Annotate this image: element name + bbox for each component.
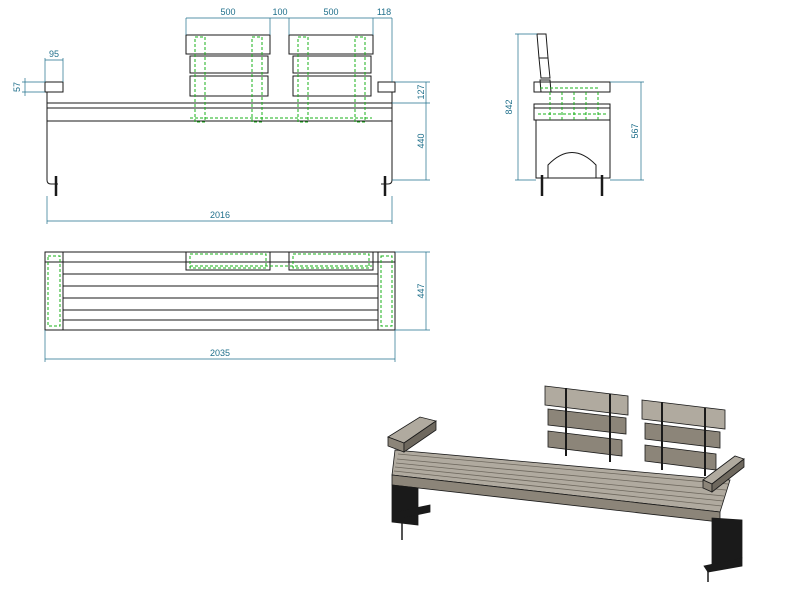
backrest-slat: [538, 57, 551, 79]
front-view: [44, 34, 396, 196]
backrest-top: [288, 251, 374, 271]
iso-left-leg: [391, 484, 419, 526]
iso-seat-slats: [393, 453, 729, 507]
leg-frame: [535, 120, 611, 179]
top-dimensions: [44, 251, 430, 362]
iso-right-foot: [703, 557, 743, 573]
side-view-hidden-lines: [538, 87, 608, 122]
backrest-slat: [288, 34, 374, 55]
dim-backrest-width-a: 500: [220, 7, 235, 17]
dim-seat-height: 440: [416, 133, 426, 148]
seat: [533, 103, 611, 121]
dim-backrest-width-b: 500: [323, 7, 338, 17]
armrest: [44, 81, 64, 93]
armrest: [377, 81, 396, 93]
backrest-slat: [189, 75, 269, 97]
top-dimension-labels: 447 2035: [210, 283, 426, 358]
left-leg: [46, 92, 58, 185]
iso-backrest-left: [544, 385, 629, 462]
leg-cutout: [547, 152, 597, 178]
top-view-hidden-lines: [47, 253, 393, 327]
isometric-view: [387, 385, 745, 582]
right-armrest-top: [377, 251, 396, 331]
side-view: [533, 33, 611, 196]
dim-side-seat-height: 567: [630, 123, 640, 138]
dim-depth: 447: [416, 283, 426, 298]
dim-overall-length: 2016: [210, 210, 230, 220]
dim-overall-height: 842: [504, 99, 514, 114]
side-dimension-labels: 842 567: [504, 99, 640, 138]
right-leg: [381, 92, 393, 185]
front-view-hidden-lines: [190, 36, 372, 123]
dim-backrest-end: 118: [377, 7, 391, 17]
dim-top-overall-length: 2035: [210, 348, 230, 358]
front-dimensions: [22, 17, 430, 224]
dim-armrest-width: 95: [49, 49, 59, 59]
seat-outline: [44, 251, 396, 331]
backrest-slat: [536, 33, 549, 59]
dim-seat-thickness: 127: [416, 84, 426, 99]
iso-backrest-right: [641, 399, 726, 476]
backrest-slat: [189, 55, 269, 74]
backrest-slat: [292, 55, 372, 74]
armrest: [533, 81, 611, 93]
backrest-slat: [292, 75, 372, 97]
dim-armrest-height: 57: [12, 82, 22, 92]
iso-left-foot: [395, 504, 431, 519]
top-view: [44, 251, 396, 331]
backrest-top: [185, 251, 271, 271]
left-armrest-top: [44, 251, 64, 331]
front-dimension-labels: 500 100 500 118 95 57 127 440 2016: [12, 7, 426, 220]
dim-backrest-gap: 100: [272, 7, 287, 17]
side-dimensions: [515, 33, 644, 181]
backrest-slat: [185, 34, 271, 55]
